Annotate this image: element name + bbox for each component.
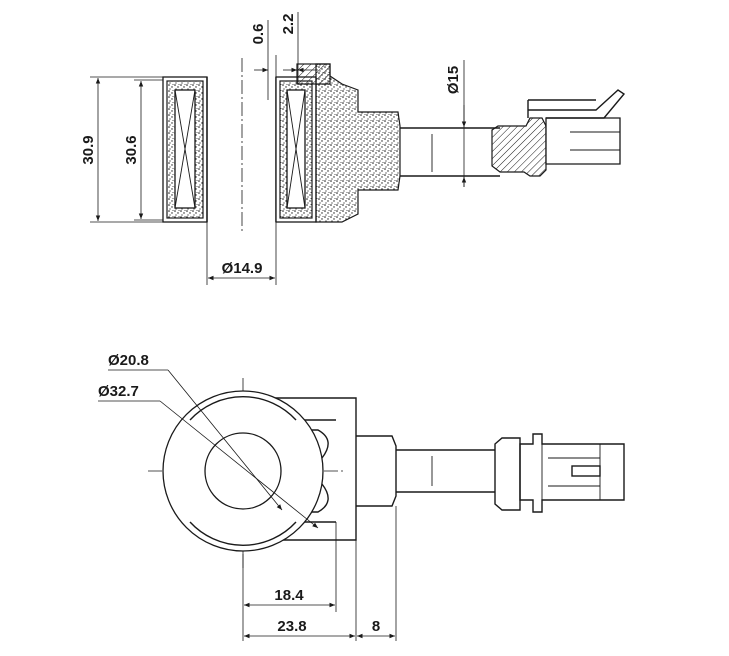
dim-23-8-label: 23.8	[277, 618, 306, 635]
dim-20-8-leader	[167, 369, 283, 511]
housing-body	[315, 63, 401, 223]
dim-8-label: 8	[372, 618, 380, 635]
dim-30-6-label: 30.6	[123, 135, 140, 164]
connector-section	[491, 117, 547, 177]
dim-0-6-label: 0.6	[250, 24, 267, 45]
dim-32-7-leader	[159, 400, 319, 529]
outer-coil-inner-rim	[189, 396, 297, 421]
connector-housing	[545, 117, 621, 165]
left-coil-cross-2	[174, 89, 196, 209]
dim-15-label: Ø15	[445, 66, 462, 94]
front-housing-body	[243, 397, 357, 541]
dim-20-8-label: Ø20.8	[108, 352, 149, 369]
front-connector-body	[494, 437, 521, 511]
housing-bolt-block	[296, 63, 331, 85]
front-boss	[356, 435, 397, 507]
front-connector-pin	[571, 465, 601, 477]
outer-coil-inner-rim-2	[189, 521, 297, 546]
connector-latch	[528, 89, 626, 119]
dim-18-4-label: 18.4	[274, 587, 304, 604]
inner-bore-circle	[204, 432, 282, 510]
front-view: Ø20.8 Ø32.7 18.4 23.8 8	[98, 352, 625, 641]
right-coil-cross-2	[286, 89, 306, 209]
top-view: 30.9 30.6 0.6 2.2 Ø15 Ø14.9	[80, 12, 626, 285]
dim-30-9-label: 30.9	[80, 135, 97, 164]
front-connector-housing	[519, 433, 625, 513]
dim-2-2-label: 2.2	[280, 14, 297, 35]
dim-32-7-label: Ø32.7	[98, 383, 139, 400]
dim-14-9-label: Ø14.9	[222, 260, 263, 277]
